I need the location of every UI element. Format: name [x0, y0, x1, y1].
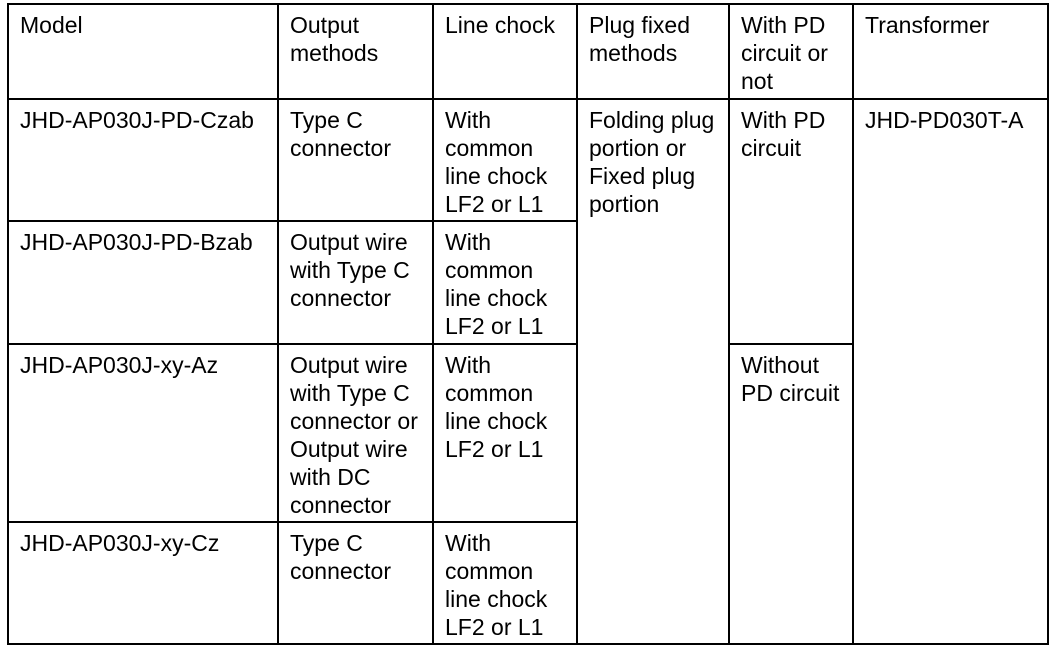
header-pd-circuit: With PD circuit or not [728, 3, 854, 100]
cell-model-row1: JHD-AP030J-PD-Czab [7, 98, 279, 222]
cell-chock-row4: With common line chock LF2 or L1 [432, 521, 578, 645]
cell-chock-row1: With common line chock LF2 or L1 [432, 98, 578, 222]
table-header-row: Model Output methods Line chock Plug fix… [7, 3, 1049, 100]
header-output-methods: Output methods [277, 3, 434, 100]
cell-output-row4: Type C connector [277, 521, 434, 645]
spec-table: Model Output methods Line chock Plug fix… [7, 3, 1049, 645]
cell-model-row3: JHD-AP030J-xy-Az [7, 343, 279, 523]
table-row: JHD-AP030J-xy-Cz Type C connector With c… [7, 521, 1048, 645]
cell-plug-fixed-merged: Folding plug portion or Fixed plug porti… [576, 98, 730, 645]
cell-transformer-merged: JHD-PD030T-A [852, 98, 1049, 645]
cell-output-row2: Output wire with Type C connector [277, 220, 434, 345]
cell-output-row3: Output wire with Type C connector or Out… [277, 343, 434, 523]
header-line-chock: Line chock [432, 3, 578, 100]
cell-chock-row2: With common line chock LF2 or L1 [432, 220, 578, 345]
cell-pd-without-merged: Without PD circuit [728, 343, 854, 645]
header-transformer: Transformer [852, 3, 1049, 100]
table-row: JHD-AP030J-PD-Bzab Output wire with Type… [7, 220, 1048, 345]
cell-output-row1: Type C connector [277, 98, 434, 222]
cell-model-row4: JHD-AP030J-xy-Cz [7, 521, 279, 645]
header-plug-fixed-methods: Plug fixed methods [576, 3, 730, 100]
cell-model-row2: JHD-AP030J-PD-Bzab [7, 220, 279, 345]
cell-chock-row3: With common line chock LF2 or L1 [432, 343, 578, 523]
table-row: JHD-AP030J-PD-Czab Type C connector With… [7, 98, 1049, 645]
header-model: Model [7, 3, 279, 100]
cell-pd-with-merged: With PD circuit [728, 98, 854, 345]
table-row: JHD-AP030J-xy-Az Output wire with Type C… [7, 343, 1048, 645]
